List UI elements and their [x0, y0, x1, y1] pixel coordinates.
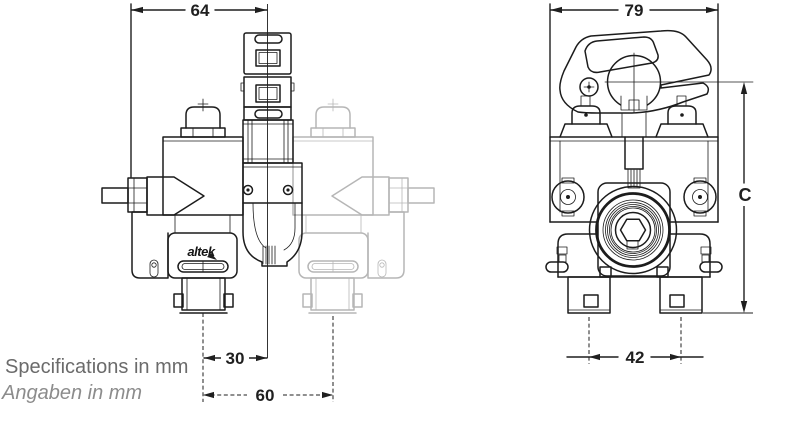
hex-socket — [619, 218, 647, 242]
dim-60-label: 60 — [256, 386, 275, 405]
clamp-lever — [559, 29, 754, 138]
dimension-30: 30 — [202, 313, 268, 402]
note-specifications-en: Specifications in mm — [5, 356, 188, 378]
valve-block — [242, 162, 303, 204]
bore-centerlines — [604, 52, 754, 113]
dimension-C: C — [703, 82, 754, 314]
dimension-79: 79 — [549, 1, 719, 138]
dim-C-label: C — [739, 185, 752, 205]
solenoid-coil — [242, 119, 294, 164]
dim-79-label: 79 — [625, 1, 644, 20]
lever-pivot — [579, 77, 599, 97]
side-view: altek — [101, 32, 435, 314]
dimension-60: 60 — [203, 316, 334, 405]
clamp-bolt-right — [655, 95, 709, 138]
center-slot — [624, 136, 644, 170]
outlet-elbow — [242, 202, 303, 267]
dimensions: 64 30 60 79 — [130, 1, 754, 405]
dimension-64: 64 — [130, 1, 268, 358]
altek-logo: altek — [187, 244, 217, 260]
lever-grip-hole — [584, 36, 659, 74]
valve: altek — [101, 32, 303, 314]
altek-logo-arrow-icon — [207, 253, 217, 260]
dimension-42: 42 — [566, 317, 704, 367]
dim-30-label: 30 — [226, 349, 245, 368]
dim-64-label: 64 — [191, 1, 210, 20]
side-tab-left — [545, 261, 569, 273]
front-body — [549, 136, 719, 223]
side-screw-left — [551, 177, 585, 217]
note-specifications-de: Angaben in mm — [1, 382, 142, 404]
adjustment-knob — [588, 182, 678, 278]
side-screw-right — [683, 177, 717, 217]
notes: Specifications in mm Angaben in mm — [1, 356, 188, 404]
ghost-valve-rotated — [292, 98, 435, 314]
front-view — [545, 29, 754, 314]
side-tab-right — [699, 261, 723, 273]
dim-42-label: 42 — [626, 348, 645, 367]
clamp-bolt-left — [559, 95, 613, 138]
front-feet — [567, 276, 703, 314]
